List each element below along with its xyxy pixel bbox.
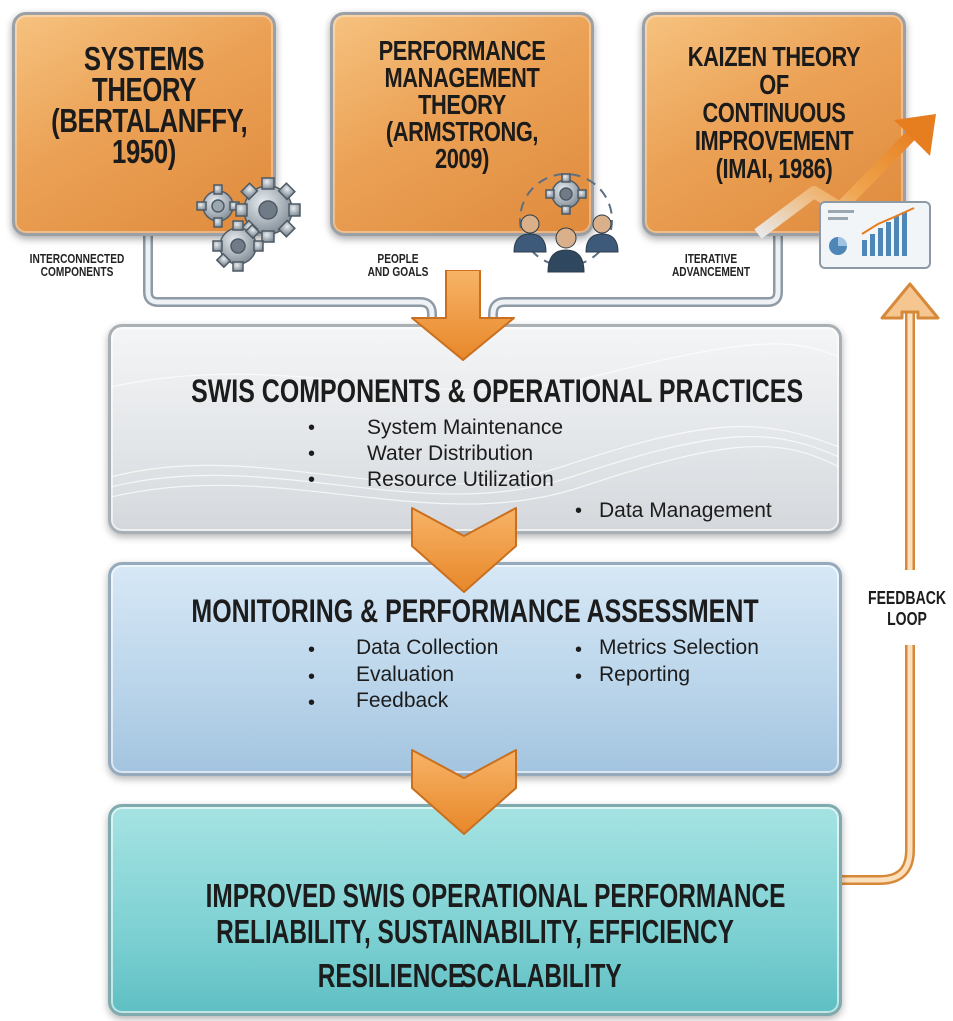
- gears-icon: [196, 177, 301, 272]
- bullet: •: [308, 639, 316, 661]
- growth-chart-icon: [754, 114, 936, 269]
- bullet: •: [308, 417, 316, 439]
- outcome-scalability: SCALABILITY: [460, 957, 622, 994]
- item-resource-utilization: Resource Utilization: [367, 468, 554, 491]
- monitoring-assessment-box: MONITORING & PERFORMANCE ASSESSMENT • Da…: [108, 562, 842, 776]
- item-data-collection: Data Collection: [356, 636, 499, 659]
- label-interconnected-components: INTERCONNECTED COMPONENTS: [29, 251, 125, 279]
- item-system-maintenance: System Maintenance: [367, 416, 564, 439]
- bullet: •: [575, 500, 583, 522]
- systems-theory-box: SYSTEMS THEORY (BERTALANFFY, 1950): [12, 12, 276, 236]
- item-evaluation: Evaluation: [356, 663, 455, 686]
- outcome-title: IMPROVED SWIS OPERATIONAL PERFORMANCE: [205, 877, 786, 914]
- bullet: •: [308, 443, 316, 465]
- feedback-arrowhead: [880, 282, 940, 320]
- down-arrow-3: [411, 749, 517, 835]
- outcome-attributes: RELIABILITY, SUSTAINABILITY, EFFICIENCY: [216, 913, 734, 950]
- swis-components-box: SWIS COMPONENTS & OPERATIONAL PRACTICES …: [108, 324, 842, 534]
- performance-management-theory-title: PERFORMANCE MANAGEMENT THEORY (ARMSTRONG…: [378, 35, 546, 174]
- down-arrow-1: [411, 270, 515, 361]
- outcome-resilience: RESILIENCE: [317, 957, 465, 994]
- kaizen-theory-box: KAIZEN THEORY OF CONTINUOUS IMPROVEMENT …: [642, 12, 906, 236]
- feedback-loop-arrow: [842, 645, 915, 885]
- item-reporting: Reporting: [599, 663, 691, 686]
- item-feedback: Feedback: [356, 689, 449, 712]
- label-iterative-advancement: ITERATIVE ADVANCEMENT: [671, 251, 751, 279]
- bullet: •: [575, 639, 583, 661]
- monitoring-assessment-title: MONITORING & PERFORMANCE ASSESSMENT: [191, 593, 759, 629]
- systems-theory-title: SYSTEMS THEORY (BERTALANFFY, 1950): [51, 40, 248, 170]
- label-people-and-goals: PEOPLE AND GOALS: [367, 251, 429, 279]
- item-metrics-selection: Metrics Selection: [599, 636, 759, 659]
- swis-components-title: SWIS COMPONENTS & OPERATIONAL PRACTICES: [191, 373, 804, 409]
- bullet: •: [308, 469, 316, 491]
- bullet: •: [308, 666, 316, 688]
- down-arrow-2: [411, 507, 517, 593]
- performance-management-theory-box: PERFORMANCE MANAGEMENT THEORY (ARMSTRONG…: [330, 12, 594, 236]
- kaizen-theory-title: KAIZEN THEORY OF CONTINUOUS IMPROVEMENT …: [687, 41, 861, 184]
- wave-pattern: [111, 343, 839, 505]
- item-water-distribution: Water Distribution: [367, 442, 534, 465]
- improved-performance-box: IMPROVED SWIS OPERATIONAL PERFORMANCE RE…: [108, 804, 842, 1016]
- bullet: •: [575, 666, 583, 688]
- people-goal-icon: [513, 173, 619, 273]
- feedback-loop-label: FEEDBACK LOOP: [867, 588, 946, 629]
- item-data-management: Data Management: [599, 499, 772, 522]
- bullet: •: [308, 692, 316, 714]
